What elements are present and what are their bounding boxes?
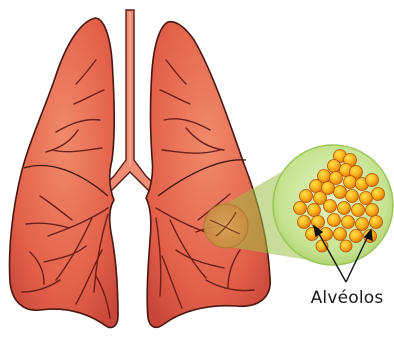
right-lung bbox=[146, 22, 270, 328]
left-lung bbox=[10, 18, 119, 328]
alveoli-label: Alvéolos bbox=[300, 288, 394, 308]
